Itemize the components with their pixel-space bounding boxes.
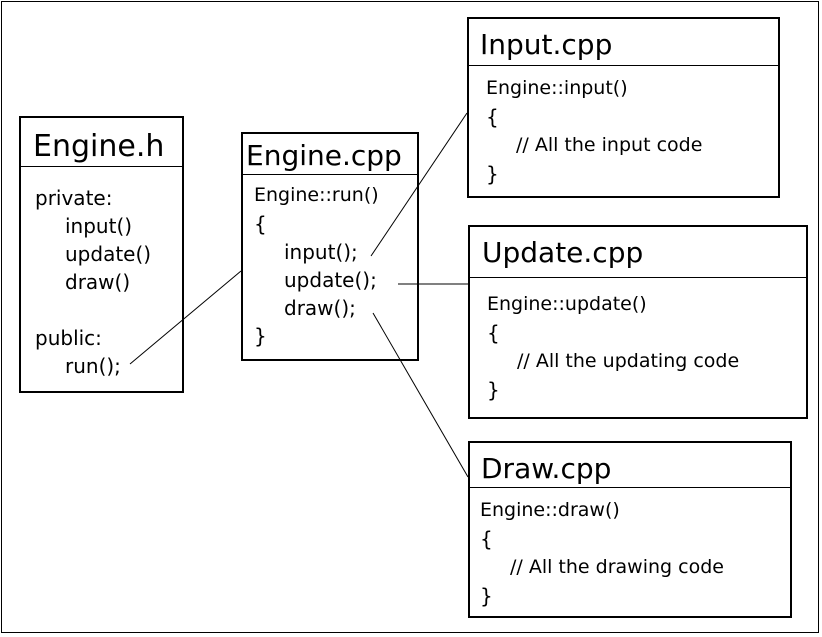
engine-h-box: Engine.h private: input() update() draw(… bbox=[19, 116, 184, 393]
update-open-brace: { bbox=[487, 321, 500, 345]
public-label: public: bbox=[35, 326, 102, 350]
update-close-brace: } bbox=[487, 378, 500, 402]
private-label: private: bbox=[35, 186, 113, 210]
input-cpp-box: Input.cpp Engine::input() { // All the i… bbox=[467, 17, 780, 198]
engine-cpp-title: Engine.cpp bbox=[243, 134, 417, 175]
engine-run-close-brace: } bbox=[254, 324, 267, 348]
update-signature: Engine::update() bbox=[487, 293, 647, 315]
public-member-run: run(); bbox=[65, 354, 121, 378]
engine-run-open-brace: { bbox=[254, 212, 267, 236]
draw-cpp-box: Draw.cpp Engine::draw() { // All the dra… bbox=[468, 441, 792, 618]
private-member-update: update() bbox=[65, 242, 152, 266]
call-update: update(); bbox=[284, 268, 377, 292]
private-member-draw: draw() bbox=[65, 270, 131, 294]
draw-close-brace: } bbox=[480, 584, 493, 608]
private-member-input: input() bbox=[65, 214, 133, 238]
update-cpp-title: Update.cpp bbox=[470, 227, 806, 278]
engine-cpp-box: Engine.cpp Engine::run() { input(); upda… bbox=[241, 132, 419, 361]
call-draw: draw(); bbox=[284, 296, 356, 320]
update-cpp-box: Update.cpp Engine::update() { // All the… bbox=[468, 225, 808, 419]
draw-cpp-title: Draw.cpp bbox=[470, 443, 790, 488]
engine-run-signature: Engine::run() bbox=[254, 184, 379, 206]
input-cpp-title: Input.cpp bbox=[469, 19, 778, 66]
draw-open-brace: { bbox=[480, 527, 493, 551]
input-close-brace: } bbox=[486, 162, 499, 186]
input-comment: // All the input code bbox=[516, 134, 703, 156]
draw-signature: Engine::draw() bbox=[480, 499, 620, 521]
engine-h-title: Engine.h bbox=[21, 118, 182, 167]
update-comment: // All the updating code bbox=[517, 350, 740, 372]
draw-comment: // All the drawing code bbox=[510, 556, 724, 578]
input-signature: Engine::input() bbox=[486, 77, 628, 99]
input-open-brace: { bbox=[486, 105, 499, 129]
call-input: input(); bbox=[284, 240, 358, 264]
